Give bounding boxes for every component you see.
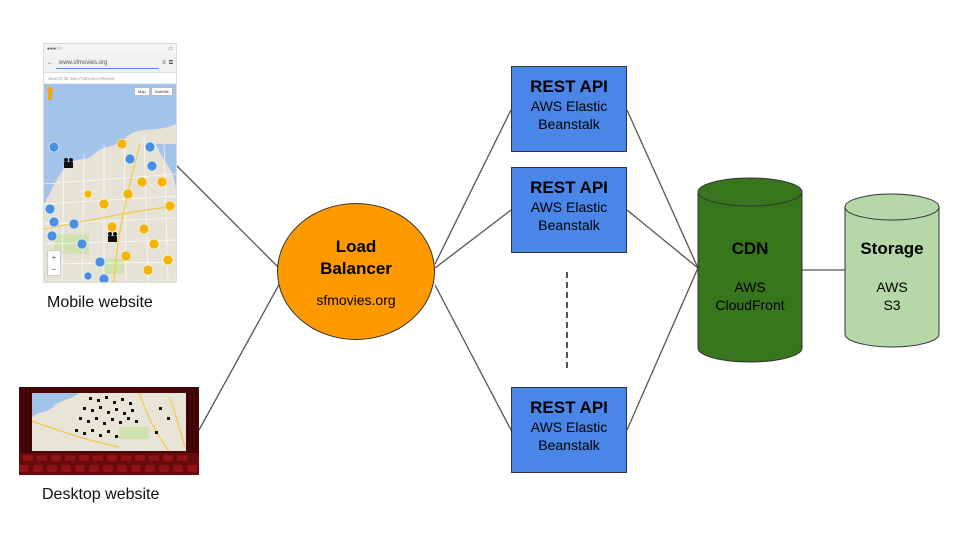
- desktop-website-caption: Desktop website: [42, 486, 160, 503]
- connector-lb-api3: [434, 284, 512, 431]
- battery-icon: ▭: [168, 46, 173, 52]
- mobile-website-caption: Mobile website: [47, 294, 153, 311]
- map-graphic: [44, 84, 176, 282]
- load-balancer-node: Load Balancer sfmovies.org: [277, 203, 435, 340]
- back-arrow-icon: ←: [47, 60, 53, 66]
- connector-api1-cdn: [626, 109, 699, 269]
- storage-cylinder: [844, 193, 940, 348]
- cdn-cylinder: [697, 177, 803, 363]
- rest-api-line1: AWS Elastic: [530, 419, 608, 435]
- rest-api-node-3: REST API AWS Elastic Beanstalk: [511, 387, 627, 473]
- desktop-website-screenshot: [19, 387, 199, 475]
- rest-api-line2: Beanstalk: [538, 437, 600, 453]
- phone-status-bar: ●●●○○ ▭: [44, 44, 176, 54]
- zoom-control: + −: [47, 250, 61, 276]
- rest-api-line2: Beanstalk: [538, 217, 600, 233]
- connector-api3-cdn: [626, 267, 699, 431]
- rest-api-line2: Beanstalk: [538, 116, 600, 132]
- connector-mobile-lb: [175, 164, 280, 269]
- map-type-buttons: Map Satellite: [133, 87, 173, 96]
- more-instances-dashed-line: [566, 272, 568, 368]
- map-button: Map: [133, 87, 150, 96]
- rest-api-node-1: REST API AWS Elastic Beanstalk: [511, 66, 627, 152]
- storage-label: Storage AWS S3: [843, 238, 941, 314]
- load-balancer-title-line1: Load: [335, 236, 377, 256]
- rest-api-title: REST API: [530, 398, 608, 417]
- menu-icon: ≡: [162, 60, 166, 66]
- storage-line2: S3: [883, 297, 901, 313]
- zoom-out-icon: −: [51, 264, 57, 274]
- load-balancer-title-line2: Balancer: [320, 258, 392, 278]
- rest-api-title: REST API: [530, 77, 608, 96]
- cdn-line1: AWS: [734, 279, 766, 295]
- connector-desktop-lb: [198, 280, 282, 431]
- zoom-in-icon: +: [51, 252, 57, 262]
- phone-url-bar: ← www.sfmovies.org ≡ ⧉: [44, 54, 176, 73]
- desktop-theater-graphic: [19, 387, 199, 475]
- connector-lb-api2: [434, 209, 512, 269]
- satellite-button: Satellite: [150, 87, 173, 96]
- connector-lb-api1: [434, 109, 512, 265]
- rest-api-line1: AWS Elastic: [530, 98, 608, 114]
- cdn-title: CDN: [731, 239, 769, 258]
- phone-search-hint: Search for San Francisco Movies: [44, 73, 176, 84]
- cdn-line2: CloudFront: [715, 297, 785, 313]
- rest-api-node-2: REST API AWS Elastic Beanstalk: [511, 167, 627, 253]
- connector-api2-cdn: [626, 209, 699, 269]
- rest-api-line1: AWS Elastic: [530, 199, 608, 215]
- storage-title: Storage: [860, 239, 924, 258]
- phone-map: Map Satellite + −: [44, 84, 176, 282]
- rest-api-title: REST API: [530, 178, 608, 197]
- cdn-label: CDN AWS CloudFront: [696, 238, 804, 314]
- tabs-icon: ⧉: [168, 59, 173, 66]
- storage-line1: AWS: [876, 279, 908, 295]
- load-balancer-subtitle: sfmovies.org: [316, 291, 396, 308]
- signal-icon: ●●●○○: [47, 46, 63, 52]
- mobile-website-screenshot: ●●●○○ ▭ ← www.sfmovies.org ≡ ⧉ Search fo…: [44, 44, 176, 282]
- phone-url-text: www.sfmovies.org: [56, 57, 160, 69]
